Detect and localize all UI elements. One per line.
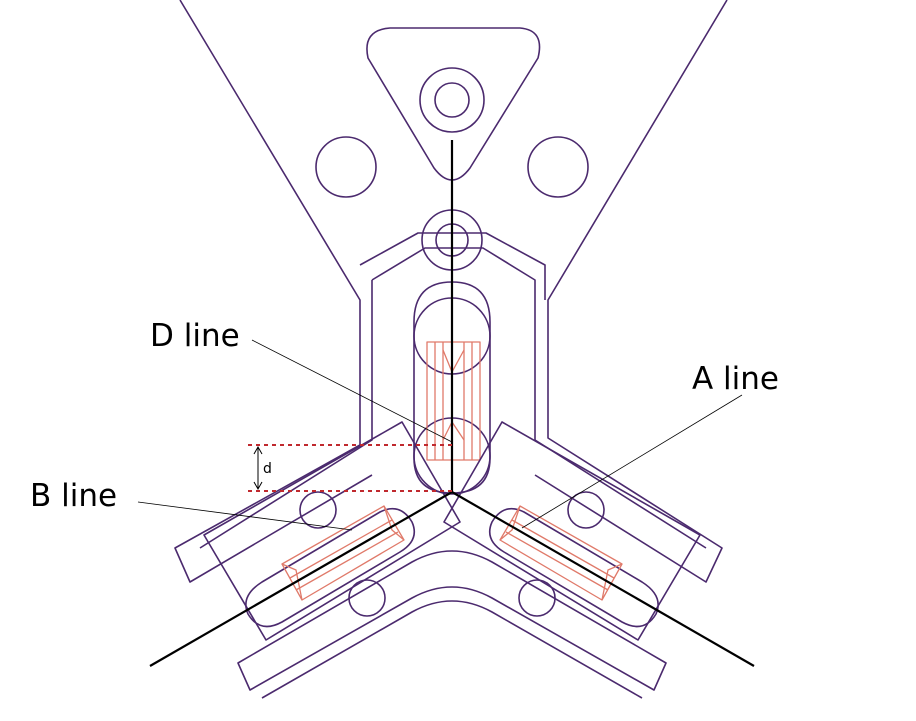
a-axis (451, 491, 755, 667)
leader-lines (137, 339, 743, 531)
a-line-label: A line (692, 361, 779, 397)
d-dimension: d (248, 444, 452, 492)
left-roller (281, 505, 405, 601)
right-roller (499, 505, 623, 601)
d-line-leader (251, 339, 453, 443)
axis-lines (149, 140, 755, 667)
d-dimension-label: d (263, 461, 272, 477)
top-pivot (419, 67, 485, 133)
right-hole (527, 136, 589, 198)
bottom-curved-plate (237, 550, 667, 699)
left-hole (315, 136, 377, 198)
b-axis (149, 491, 453, 667)
top-triangle-bracket (366, 27, 541, 181)
vertical-roller (426, 341, 481, 461)
a-line-leader (521, 394, 743, 529)
d-line-label: D line (150, 318, 240, 354)
b-line-leader (137, 501, 353, 531)
b-line-label: B line (30, 478, 117, 514)
